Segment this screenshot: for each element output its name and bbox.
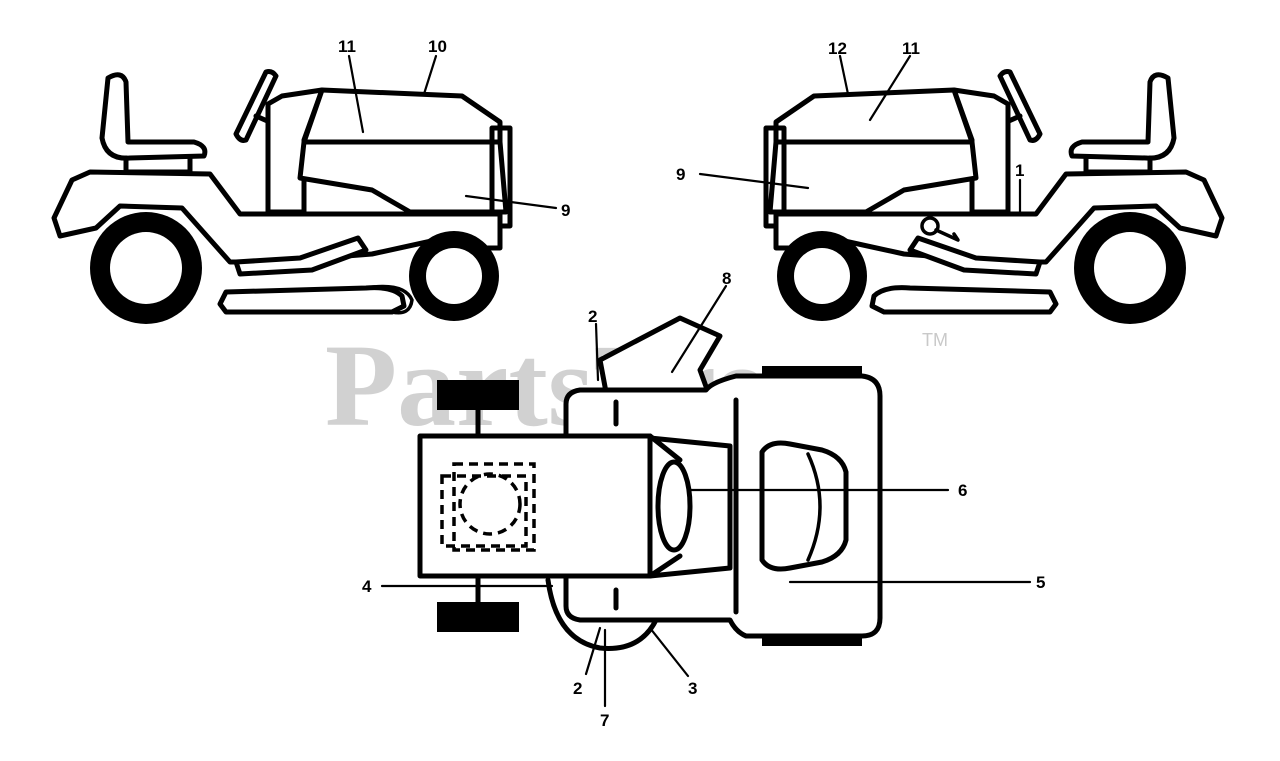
callout-6: 6 [958,481,967,500]
right-lift-lever-knob [920,216,940,236]
left-mower-deck [217,285,407,315]
tractor-top-view [417,315,883,651]
left-hood [301,87,503,145]
right-footrest [907,235,1043,277]
right-mower-deck [869,285,1059,315]
callout-8: 8 [722,269,731,288]
right-seat [1068,72,1177,161]
top-seat-back [806,452,822,562]
left-hood-side [297,139,509,215]
callout-9-left: 9 [561,201,570,220]
top-engine-outline-inner [452,462,536,552]
top-hood-taper [647,433,683,579]
right-steering-wheel [997,69,1043,143]
callout-7: 7 [600,711,609,730]
left-front-wheel-hub [426,248,482,304]
right-hood-side [767,139,979,215]
callout-11-left: 11 [338,37,356,56]
tractor-left-side-view [51,69,513,324]
watermark-trademark: TM [922,330,948,350]
right-grille [763,125,787,229]
callout-numbers: 11 10 9 12 11 9 1 8 2 6 4 5 2 3 7 [338,37,1045,730]
top-seat [759,440,849,572]
callout-10: 10 [428,37,447,56]
right-hood [773,87,975,145]
right-lift-lever [934,228,960,242]
callout-5: 5 [1036,573,1045,592]
top-engine-pulley [458,472,522,536]
left-rear-wheel-hub [110,232,182,304]
callout-4: 4 [362,577,372,596]
callout-2-bottom: 2 [573,679,582,698]
top-deck-discharge [545,577,659,651]
callout-11-right: 11 [902,39,920,58]
callout-2-top: 2 [588,307,597,326]
left-deck-chute [364,284,414,315]
callout-1: 1 [1015,161,1024,180]
callout-12: 12 [828,39,847,58]
right-front-wheel-hub [794,248,850,304]
top-engine-outline [440,474,528,548]
callout-3: 3 [688,679,697,698]
right-rear-wheel-hub [1094,232,1166,304]
left-grille [489,125,513,229]
tractor-right-side-view [763,69,1225,324]
top-front-wheel-lower [437,602,519,632]
left-steering-wheel [233,69,279,143]
left-footrest [233,235,369,277]
left-seat [99,72,208,161]
callout-9-right: 9 [676,165,685,184]
leader-lines [347,54,1032,708]
top-steering-hub [655,459,693,553]
top-front-wheel-upper [437,380,519,410]
